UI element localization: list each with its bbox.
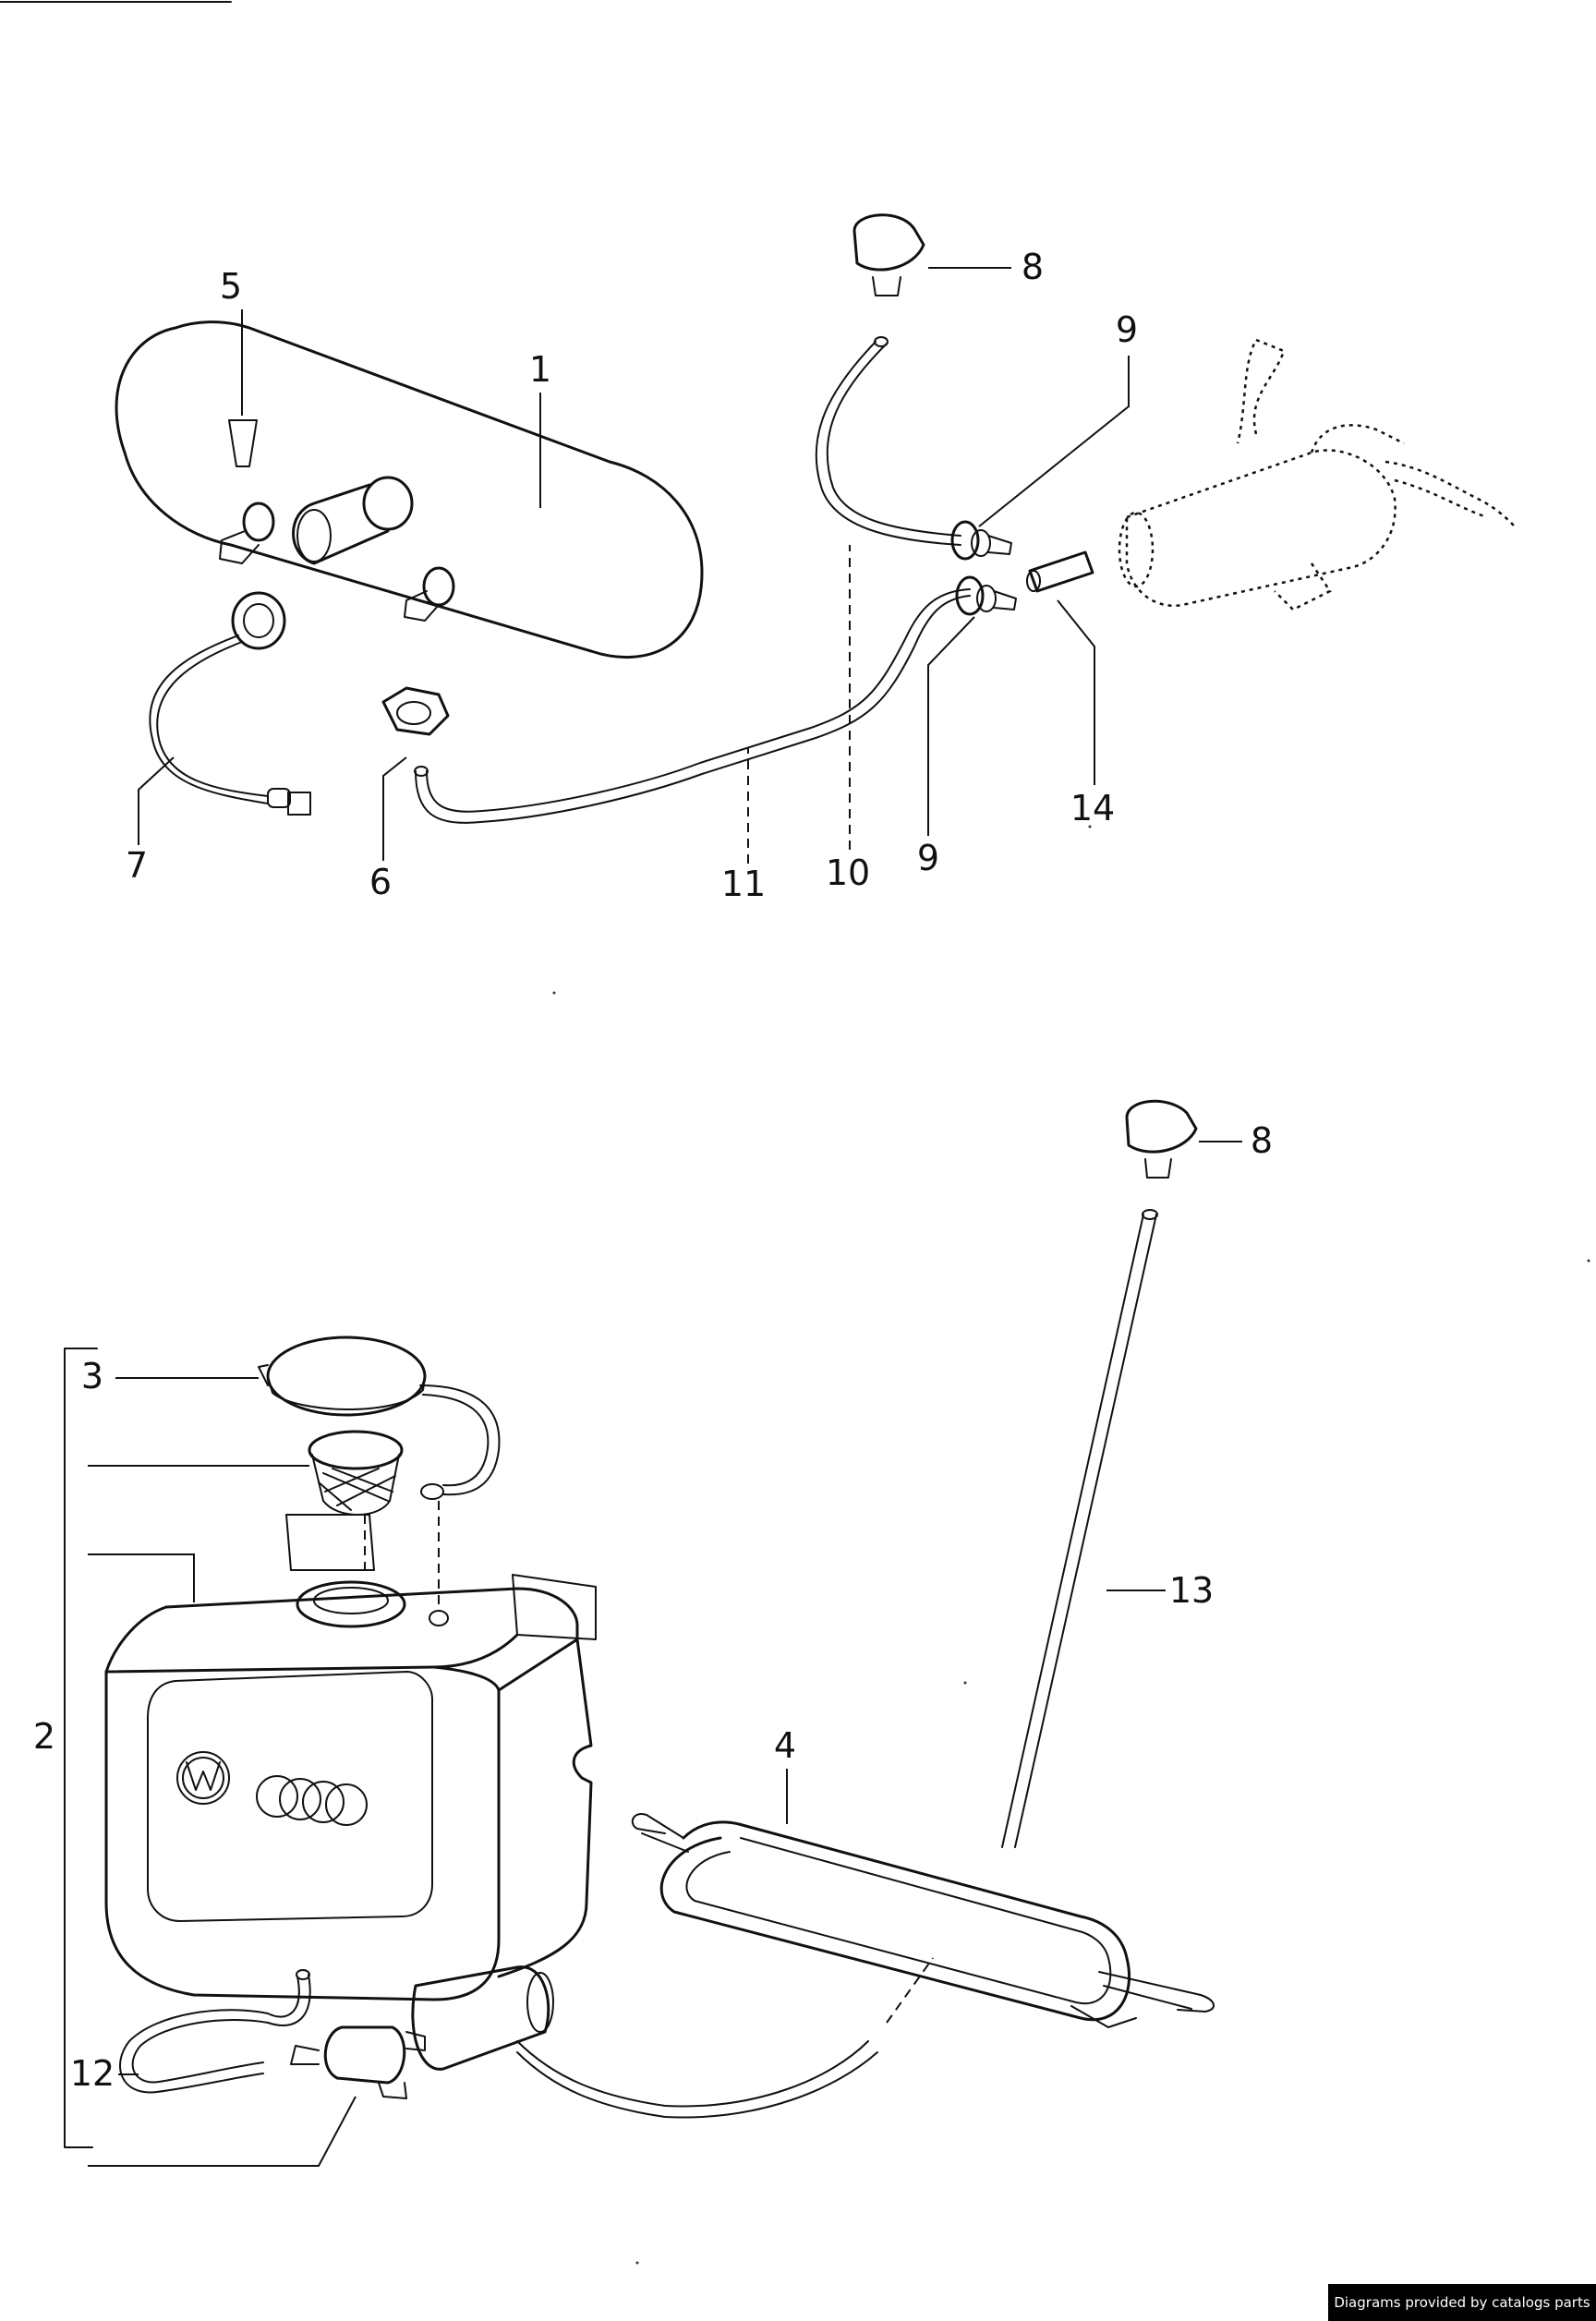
callout-9-upper: 9 [978, 309, 1138, 527]
callout-tank-leader [88, 1553, 195, 1602]
part-4-strap [631, 1813, 1215, 2028]
callout-label-9-upper: 9 [1116, 309, 1138, 350]
part-6-nut [381, 686, 450, 736]
callout-5: 5 [220, 266, 243, 416]
callout-9-lower: 9 [917, 616, 975, 878]
footer-credit: Diagrams provided by catalogs parts [1328, 2284, 1596, 2321]
four-rings-logo [256, 1775, 368, 1826]
callout-12: 12 [70, 2053, 139, 2094]
part-7-hose-with-cap [149, 591, 311, 816]
vw-logo [176, 1751, 230, 1805]
part-1-reservoir-bag [115, 320, 704, 659]
callout-label-4: 4 [774, 1725, 796, 1766]
callout-label-5: 5 [220, 266, 242, 307]
part-11-hose [414, 588, 971, 824]
callout-label-9-lower: 9 [917, 838, 939, 878]
callout-4: 4 [774, 1725, 796, 1824]
callout-label-13: 13 [1169, 1570, 1214, 1611]
washer-reservoir-tank [104, 1501, 597, 2001]
bracket-2 [64, 1348, 98, 2148]
callout-7: 7 [126, 756, 175, 886]
part-10-hose [815, 336, 961, 546]
part-8-nozzle-bottom [1125, 1099, 1198, 1179]
part-5-plug [228, 419, 258, 467]
callout-6: 6 [369, 756, 407, 902]
pump-outlet-hose [516, 1957, 934, 2119]
part-12-hose [119, 1969, 311, 2094]
part-3-cap [258, 1336, 501, 1500]
callout-3: 3 [81, 1356, 259, 1396]
callout-11: 11 [721, 748, 766, 904]
part-13-hose [1001, 1209, 1158, 1848]
callout-10: 10 [826, 545, 870, 893]
callout-label-8-top: 8 [1022, 247, 1044, 287]
callout-label-14: 14 [1070, 788, 1115, 828]
callout-label-2: 2 [33, 1716, 55, 1757]
callout-label-12: 12 [70, 2053, 115, 2094]
callout-label-3: 3 [81, 1356, 103, 1396]
strainer [308, 1430, 404, 1516]
callout-8-bottom: 8 [1199, 1120, 1273, 1161]
bag-filler-neck [292, 476, 414, 565]
callout-pump-leader [88, 2096, 357, 2167]
callout-label-7: 7 [126, 845, 148, 886]
part-14-connector [1026, 550, 1094, 593]
callout-1: 1 [529, 349, 551, 508]
callout-14: 14 [1057, 599, 1115, 828]
scan-specks [552, 825, 1590, 2265]
part-9-grommet-lower [955, 575, 1017, 616]
callout-8-top: 8 [928, 247, 1044, 287]
callout-label-10: 10 [826, 852, 870, 893]
bag-fitting-left [219, 502, 275, 564]
callout-label-1: 1 [529, 349, 551, 390]
callout-2: 2 [33, 1716, 55, 1757]
bag-fitting-right [404, 566, 455, 622]
callout-13: 13 [1106, 1570, 1214, 1611]
callout-label-6: 6 [369, 862, 392, 902]
part-8-nozzle-top [852, 213, 925, 296]
callout-label-8-bottom: 8 [1251, 1120, 1273, 1161]
callout-label-11: 11 [721, 864, 766, 904]
washer-pump [290, 1965, 554, 2099]
part-9-grommet-upper [950, 520, 1012, 561]
reference-pump-dotted [1118, 338, 1516, 611]
